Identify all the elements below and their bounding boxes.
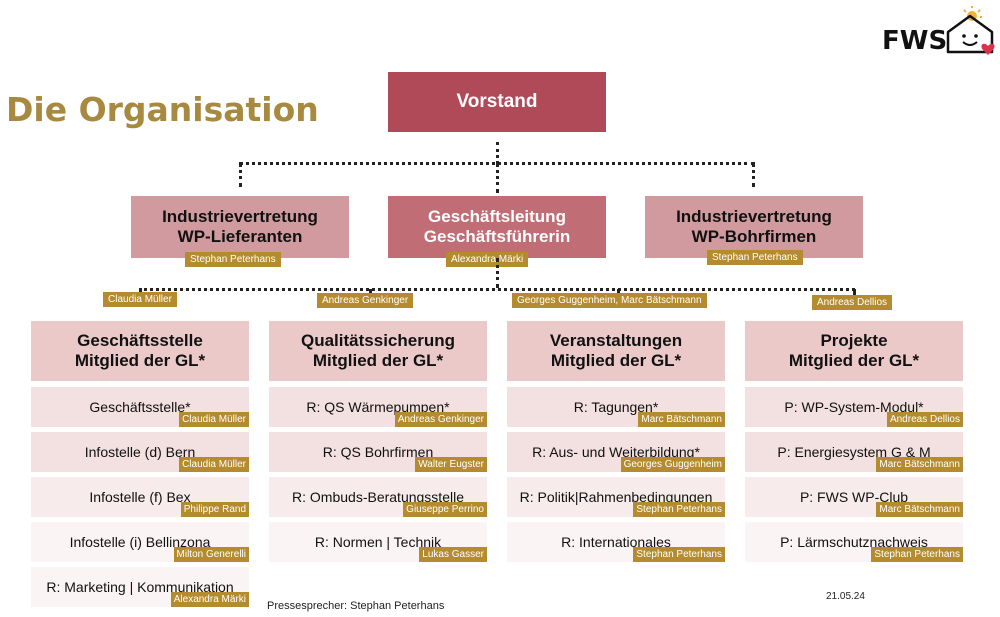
box-line: Geschäftsstelle <box>77 331 203 350</box>
connector-line <box>496 163 499 193</box>
logo-text: FWS <box>882 26 948 56</box>
branch-tag: Andreas Genkinger <box>317 293 414 308</box>
page-title: Die Organisation <box>6 90 319 129</box>
spokesperson-note: Pressesprecher: Stephan Peterhans <box>267 600 445 612</box>
branch-tag: Claudia Müller <box>103 292 177 307</box>
box-line: WP-Lieferanten <box>177 227 303 246</box>
item-label: R: Marketing | Kommunikation <box>46 579 234 595</box>
box-line: Qualitätssicherung <box>301 331 455 350</box>
box-line: WP-Bohrfirmen <box>691 227 817 246</box>
management-box: Geschäftsleitung Geschäftsführerin <box>388 196 606 258</box>
person-tag: Marc Bätschmann <box>876 502 963 517</box>
branch-tag: Andreas Dellios <box>812 295 893 310</box>
person-tag: Alexandra Märki <box>446 252 529 267</box>
fws-logo: FWS <box>882 4 995 60</box>
person-tag: Lukas Gasser <box>419 547 487 562</box>
box-line: Veranstaltungen <box>549 331 683 350</box>
box-line: Industrievertretung <box>162 207 318 226</box>
connector-line <box>496 142 499 164</box>
column-header-events: Veranstaltungen Mitglied der GL* <box>507 321 725 381</box>
connector-line <box>139 288 855 291</box>
person-tag: Stephan Peterhans <box>871 547 963 562</box>
item-label: R: Normen | Technik <box>314 534 442 550</box>
item-label: Infostelle (f) Bex <box>89 489 191 505</box>
person-tag: Marc Bätschmann <box>876 457 963 472</box>
house-sun-heart-icon <box>946 6 995 55</box>
item-label: R: QS Wärmepumpen* <box>306 399 450 415</box>
item-label: R: Tagungen* <box>573 399 659 415</box>
person-tag: Milton Generelli <box>173 547 249 562</box>
person-tag: Stephan Peterhans <box>633 547 725 562</box>
item-label: R: QS Bohrfirmen <box>322 444 434 460</box>
item-label: Geschäftsstelle* <box>89 399 191 415</box>
connector-line <box>617 289 620 295</box>
person-tag: Marc Bätschmann <box>638 412 725 427</box>
box-line: Mitglied der GL* <box>788 351 920 370</box>
box-line: Geschäftsführerin <box>423 227 571 246</box>
box-line: Geschäftsleitung <box>428 207 566 226</box>
person-tag: Claudia Müller <box>179 457 249 472</box>
list-item: R: QS Wärmepumpen*Andreas Genkinger <box>269 387 487 427</box>
connector-line <box>752 163 755 187</box>
person-tag: Walter Eugster <box>415 457 487 472</box>
column-header-projects: Projekte Mitglied der GL* <box>745 321 963 381</box>
connector-line <box>853 289 856 295</box>
column-header-quality: Qualitätssicherung Mitglied der GL* <box>269 321 487 381</box>
person-tag: Claudia Müller <box>179 412 249 427</box>
column-header-office: Geschäftsstelle Mitglied der GL* <box>31 321 249 381</box>
person-tag: Stephan Peterhans <box>633 502 725 517</box>
person-tag: Stephan Peterhans <box>707 250 803 265</box>
box-line: Mitglied der GL* <box>550 351 682 370</box>
connector-line <box>496 258 499 288</box>
item-label: Infostelle (d) Bern <box>84 444 196 460</box>
box-line: Mitglied der GL* <box>312 351 444 370</box>
connector-line <box>369 289 372 295</box>
person-tag: Giuseppe Perrino <box>403 502 487 517</box>
branch-tag: Georges Guggenheim, Marc Bätschmann <box>512 293 707 308</box>
industry-suppliers-box: Industrievertretung WP-Lieferanten <box>131 196 349 258</box>
box-line: Mitglied der GL* <box>74 351 206 370</box>
item-label: P: Energiesystem G & M <box>777 444 931 460</box>
person-tag: Georges Guggenheim <box>620 457 725 472</box>
person-tag: Andreas Genkinger <box>394 412 487 427</box>
item-label: P: Lärmschutznachweis <box>780 534 928 550</box>
list-item: R: Tagungen*Marc Bätschmann <box>507 387 725 427</box>
person-tag: Andreas Dellios <box>886 412 963 427</box>
item-label: R: Ombuds-Beratungsstelle <box>292 489 464 505</box>
connector-line <box>239 163 242 187</box>
person-tag: Philippe Rand <box>180 502 249 517</box>
item-label: P: FWS WP-Club <box>799 489 909 505</box>
box-line: Projekte <box>820 331 888 350</box>
person-tag: Alexandra Märki <box>170 592 249 607</box>
list-item: Geschäftsstelle*Claudia Müller <box>31 387 249 427</box>
box-line: Industrievertretung <box>676 207 832 226</box>
list-item: R: Aus- und Weiterbildung*Georges Guggen… <box>507 432 725 472</box>
person-tag: Stephan Peterhans <box>185 252 281 267</box>
item-label: R: Aus- und Weiterbildung* <box>532 444 700 460</box>
board-box: Vorstand <box>388 72 606 132</box>
item-label: R: Internationales <box>561 534 671 550</box>
date-label: 21.05.24 <box>826 591 865 602</box>
industry-drilling-box: Industrievertretung WP-Bohrfirmen <box>645 196 863 258</box>
item-label: R: Politik|Rahmenbedingungen <box>519 489 713 505</box>
board-label: Vorstand <box>456 91 538 112</box>
item-label: Infostelle (i) Bellinzona <box>69 534 211 550</box>
item-label: P: WP-System-Modul* <box>784 399 924 415</box>
list-item: P: WP-System-Modul*Andreas Dellios <box>745 387 963 427</box>
